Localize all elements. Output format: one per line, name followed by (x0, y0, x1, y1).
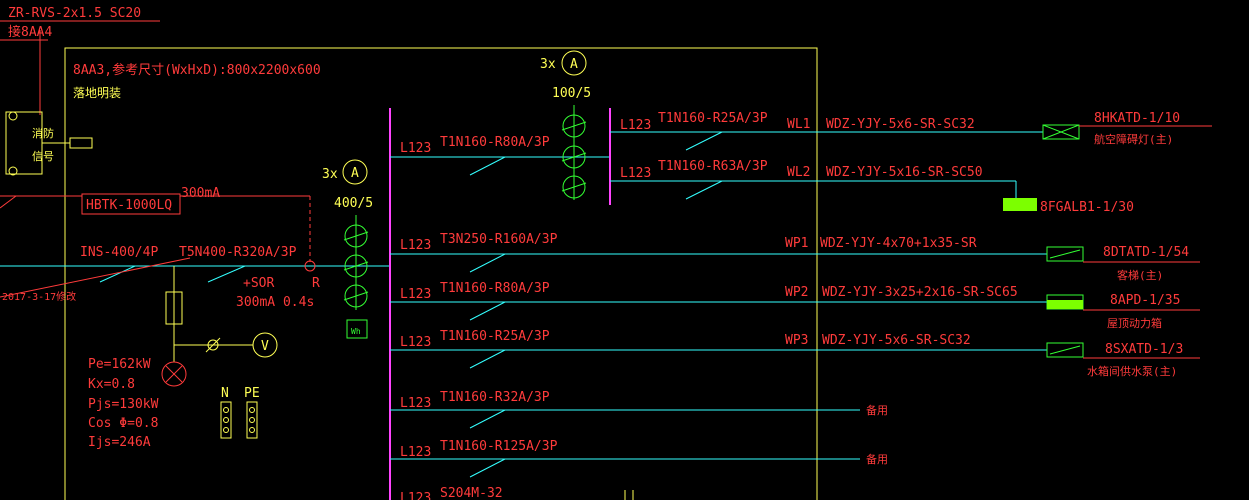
s0-cable: WDZ-YJY-5x6-SR-SC32 (826, 117, 975, 132)
s1-wl: WL2 (787, 165, 810, 180)
terminal-n-label: N (221, 386, 229, 401)
s0-dest: 8HKATD-1/10 (1094, 111, 1180, 126)
cabinet-mount: 落地明装 (73, 86, 121, 100)
kwh-label: Wh (351, 327, 361, 336)
s0-load-symbol (1042, 124, 1080, 140)
cabinet-title: 8AA3,参考尺寸(WxHxD):800x2200x600 (73, 62, 321, 78)
fire-label-1: 消防 (32, 126, 54, 140)
ammeter-a: A (351, 166, 359, 181)
c4-breaker: T1N160-R32A/3P (440, 390, 550, 405)
c0-breaker: T1N160-R80A/3P (440, 135, 550, 150)
incoming-breaker: T5N400-R320A/3P (179, 245, 297, 260)
hbtk-box (81, 193, 181, 215)
calc-cos: Cos Φ=0.8 (88, 416, 158, 431)
s0-wl: WL1 (787, 117, 810, 132)
c6-breaker: S204M-32 (440, 486, 503, 500)
voltmeter-label: V (261, 339, 269, 354)
c1-cable: WDZ-YJY-4x70+1x35-SR (820, 236, 977, 251)
terminal-n (220, 401, 232, 439)
s1-phase: L123 (620, 166, 651, 181)
calc-ijs: Ijs=246A (88, 435, 151, 450)
c4-phase: L123 (400, 396, 431, 411)
calc-kx: Kx=0.8 (88, 377, 135, 392)
s1-cable: WDZ-YJY-5x16-SR-SC50 (826, 165, 983, 180)
ct-sub (561, 105, 587, 200)
c5-note: 备用 (866, 452, 888, 466)
incoming-sor: +SOR (243, 276, 274, 291)
c3-breaker: T1N160-R25A/3P (440, 329, 550, 344)
c2-wp: WP2 (785, 285, 808, 300)
c0-phase: L123 (400, 141, 431, 156)
ammeter-a-b: A (570, 57, 578, 72)
s1-breaker: T1N160-R63A/3P (658, 159, 768, 174)
top-cable-label: ZR-RVS-2x1.5 SC20 (8, 6, 141, 21)
ammeter-3x-b: 3x (540, 57, 556, 72)
c2-phase: L123 (400, 287, 431, 302)
c1-dest: 8DTATD-1/54 (1103, 245, 1189, 260)
fire-label-2: 信号 (32, 150, 54, 163)
s0-note: 航空障碍灯(主) (1094, 132, 1173, 146)
s1-load-symbol (1003, 198, 1037, 211)
c3-cable: WDZ-YJY-5x6-SR-SC32 (822, 333, 971, 348)
s1-dest: 8FGALB1-1/30 (1040, 200, 1134, 215)
voltmeter-icon (252, 332, 278, 358)
c2-cable: WDZ-YJY-3x25+2x16-SR-SC65 (822, 285, 1018, 300)
hbtk-ma: 300mA (181, 186, 220, 201)
fuse (165, 291, 183, 325)
r-label: R (312, 276, 320, 291)
c5-phase: L123 (400, 445, 431, 460)
ct-ratio-main: 400/5 (334, 196, 373, 211)
c3-dest: 8SXATD-1/3 (1105, 342, 1183, 357)
c6-phase: L123 (400, 491, 431, 500)
terminal-pe-label: PE (244, 386, 260, 401)
s0-breaker: T1N160-R25A/3P (658, 111, 768, 126)
hbtk-label: HBTK-1000LQ (86, 198, 172, 213)
c3-load-symbol (1046, 342, 1084, 358)
fire-signal-box (5, 111, 43, 175)
ct-main (343, 215, 369, 310)
incoming-sor-ma: 300mA 0.4s (236, 295, 314, 310)
top-dest-label: 接8AA4 (8, 24, 52, 40)
cabinet-frame (64, 47, 818, 500)
ammeter-icon-sub (561, 50, 587, 76)
c1-load-symbol (1046, 246, 1084, 262)
relay-coil (69, 137, 93, 149)
c1-wp: WP1 (785, 236, 808, 251)
c1-breaker: T3N250-R160A/3P (440, 232, 558, 247)
c3-wp: WP3 (785, 333, 808, 348)
c3-note: 水箱间供水泵(主) (1087, 364, 1177, 378)
indicator-lamp (161, 361, 187, 387)
revision-line (0, 257, 191, 298)
c2-breaker: T1N160-R80A/3P (440, 281, 550, 296)
terminal-pe (246, 401, 258, 439)
s0-phase: L123 (620, 118, 651, 133)
c4-note: 备用 (866, 403, 888, 417)
calc-pjs: Pjs=130kW (88, 397, 159, 412)
c3-phase: L123 (400, 335, 431, 350)
c1-phase: L123 (400, 238, 431, 253)
ammeter-icon-main (342, 159, 368, 185)
c5-breaker: T1N160-R125A/3P (440, 439, 558, 454)
ammeter-3x: 3x (322, 167, 338, 182)
calc-pe: Pe=162kW (88, 357, 151, 372)
revision-date: 2017-3-17修改 (2, 290, 76, 303)
c2-dest: 8APD-1/35 (1110, 293, 1180, 308)
incoming-switch: INS-400/4P (80, 245, 158, 260)
kwh-meter (346, 319, 368, 339)
c2-note: 屋顶动力箱 (1107, 316, 1162, 330)
ct-ratio-sub: 100/5 (552, 86, 591, 101)
c1-note: 客梯(主) (1117, 268, 1163, 282)
